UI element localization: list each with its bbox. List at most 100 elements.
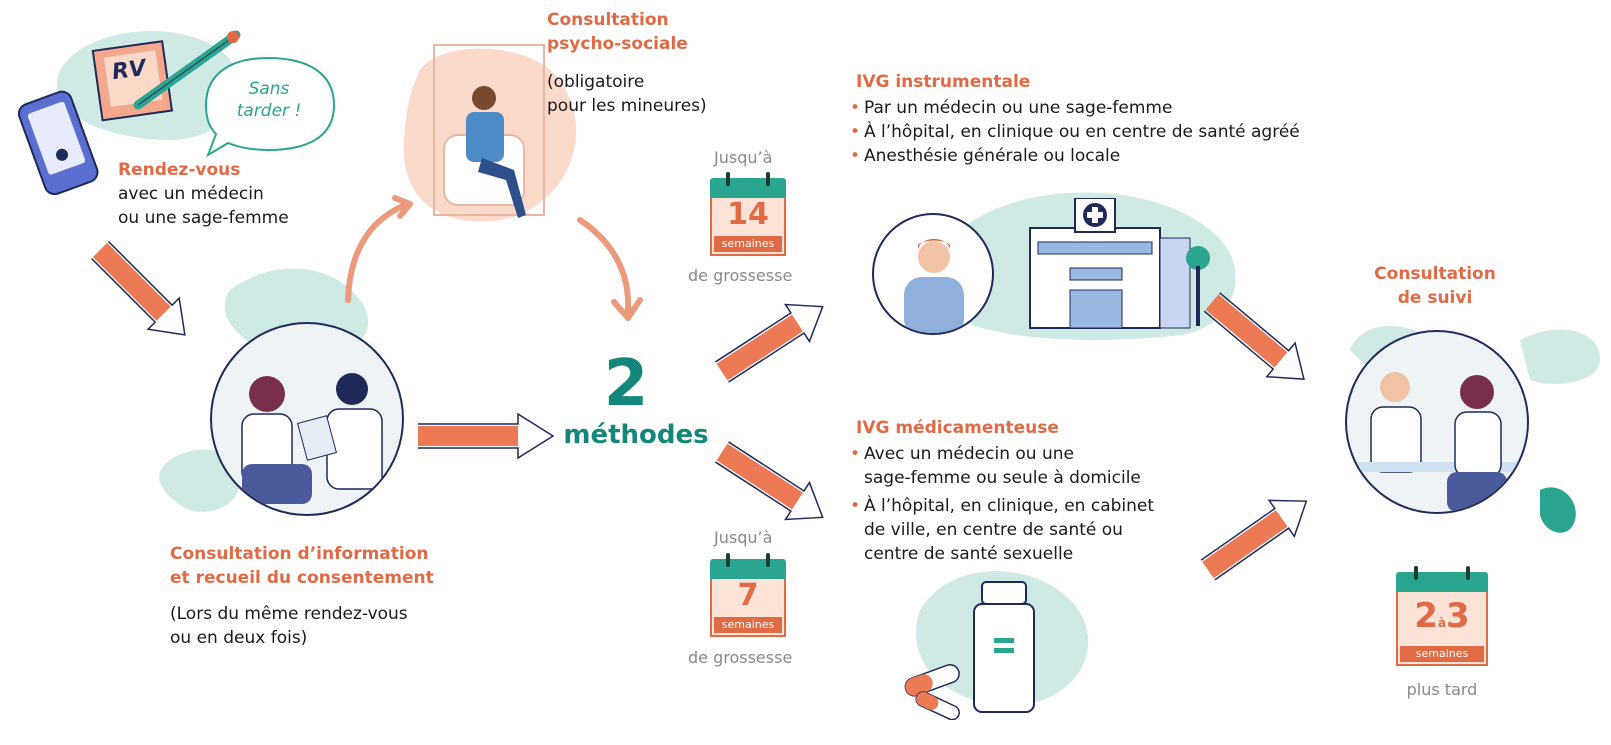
suivi-number-b: 3: [1446, 596, 1470, 636]
medicamenteuse-item-line: centre de santé sexuelle: [864, 544, 1074, 564]
doctor-face: [918, 241, 950, 273]
followup-scene: [1357, 372, 1517, 512]
suivi-title-line-2: de suivi: [1397, 288, 1473, 308]
suivi-title-line-1: Consultation: [1374, 264, 1496, 284]
counselor-head: [472, 86, 496, 110]
doctor-scrubs: [904, 277, 964, 333]
arrow-instrumental-to-suivi: [1197, 284, 1319, 397]
psycho-title-line-1: Consultation: [547, 10, 669, 30]
followup-illustration: [1345, 330, 1529, 514]
step1-text: avec un médecin ou une sage-femme: [118, 182, 289, 230]
info-consultation-illustration: [210, 322, 404, 516]
info-line-1: (Lors du même rendez-vous: [170, 604, 408, 624]
followup-patient-head: [1460, 375, 1494, 409]
medicamenteuse-limit-suffix: de grossesse: [688, 648, 793, 667]
appointment-illustration: [17, 30, 241, 195]
doctor-head: [336, 373, 368, 405]
step1-line-1: avec un médecin: [118, 184, 264, 204]
medicamenteuse-item-line: Avec un médecin ou une: [864, 444, 1074, 464]
bubble-text: Sans tarder !: [206, 78, 332, 122]
hospital-icon: [1029, 198, 1210, 329]
pill-bottle-icon: [904, 581, 1035, 720]
capsule-icon: [904, 664, 960, 697]
medicamenteuse-limit-prefix: Jusqu’à: [714, 528, 773, 547]
capsule-icon: [915, 691, 960, 720]
psycho-line-1: (obligatoire: [547, 72, 645, 92]
instrumental-calendar-icon: 14 semaines: [710, 172, 786, 258]
psycho-title: Consultation psycho-sociale: [547, 8, 688, 56]
bubble-line-1: Sans: [248, 79, 290, 99]
followup-patient-body: [1454, 411, 1502, 478]
suivi-unit: semaines: [1400, 646, 1484, 662]
calendar-ring: [1414, 566, 1418, 580]
clipboard: [296, 415, 338, 461]
instrumental-item: Par un médecin ou une sage-femme: [850, 96, 1410, 120]
instrumental-item: Anesthésie générale ou locale: [850, 144, 1410, 168]
arrow-psycho-to-methods: [577, 217, 632, 313]
instrumental-item: À l’hôpital, en clinique ou en centre de…: [850, 120, 1410, 144]
info-title: Consultation d’information et recueil du…: [170, 542, 434, 590]
medicamenteuse-list: Avec un médecin ou une sage-femme ou seu…: [850, 442, 1210, 566]
arrow-methods-to-instrumental: [709, 287, 836, 392]
speech-bubble: [204, 56, 336, 158]
instrumental-title: IVG instrumentale: [856, 72, 1031, 92]
medicamenteuse-item-line: sage-femme ou seule à domicile: [864, 468, 1141, 488]
instrumental-limit-unit: semaines: [714, 236, 782, 252]
suivi-leaf: [1540, 487, 1576, 533]
followup-doctor-head: [1380, 372, 1410, 402]
phone-icon: [17, 90, 99, 195]
info-blob-bottom: [159, 449, 240, 512]
arrow-medicamenteuse-to-suivi: [1194, 482, 1320, 589]
suivi-suffix: plus tard: [1406, 680, 1478, 699]
medicamenteuse-item: Avec un médecin ou une sage-femme ou seu…: [850, 442, 1210, 490]
instrumental-limit-suffix: de grossesse: [688, 266, 793, 285]
info-line-2: ou en deux fois): [170, 628, 308, 648]
calendar-ring: [1466, 566, 1470, 580]
step1-line-2: ou une sage-femme: [118, 208, 289, 228]
psycho-text: (obligatoire pour les mineures): [547, 70, 707, 118]
arrow-step1-to-info: [83, 233, 202, 352]
suivi-range: 2à3: [1396, 598, 1488, 641]
info-title-line-1: Consultation d’information: [170, 544, 429, 564]
arrow-info-to-methods: [418, 412, 555, 460]
calendar-ring: [766, 553, 770, 567]
methods-number: 2: [603, 347, 649, 421]
calendar-ring: [726, 172, 730, 186]
arrow-info-to-psycho: [345, 202, 408, 303]
calendar-header: [710, 178, 786, 198]
doctor-illustration: [872, 213, 994, 335]
desk: [1357, 462, 1517, 472]
patient-legs: [242, 464, 312, 504]
suivi-title: Consultation de suivi: [1360, 262, 1510, 310]
medicamenteuse-limit-unit: semaines: [714, 617, 782, 633]
calendar-ring: [766, 172, 770, 186]
bubble-line-2: tarder !: [236, 101, 302, 121]
arrow-psycho-to-methods-head: [611, 297, 643, 321]
info-scene: [241, 373, 383, 504]
pencil-icon: [133, 30, 241, 110]
suivi-calendar-icon: 2à3 semaines: [1396, 566, 1488, 670]
medicamenteuse-calendar-icon: 7 semaines: [710, 553, 786, 639]
instrumental-limit-prefix: Jusqu’à: [714, 148, 773, 167]
patient-head: [249, 376, 285, 412]
doctor-scene: [904, 239, 964, 333]
arrow-info-to-psycho-head: [392, 195, 413, 219]
suivi-number-sep: à: [1437, 616, 1447, 630]
medicamenteuse-limit-number: 7: [737, 578, 759, 613]
medicamenteuse-item-line: de ville, en centre de santé ou: [864, 520, 1123, 540]
suivi-blob-b: [1520, 329, 1600, 384]
bookshelf: [433, 44, 545, 216]
info-title-line-2: et recueil du consentement: [170, 568, 434, 588]
psycho-title-line-2: psycho-sociale: [547, 34, 688, 54]
psycho-line-2: pour les mineures): [547, 96, 707, 116]
medicamenteuse-item: À l’hôpital, en clinique, en cabinet de …: [850, 494, 1210, 566]
psycho-illustration: [433, 44, 545, 218]
step1-title: Rendez-vous: [118, 160, 241, 180]
calendar-ring: [726, 553, 730, 567]
suivi-number-a: 2: [1414, 596, 1438, 636]
info-text: (Lors du même rendez-vous ou en deux foi…: [170, 602, 408, 650]
counselor-legs: [478, 158, 526, 218]
instrumental-limit-number: 14: [727, 197, 769, 232]
arrow-methods-to-medicamenteuse: [709, 432, 836, 537]
